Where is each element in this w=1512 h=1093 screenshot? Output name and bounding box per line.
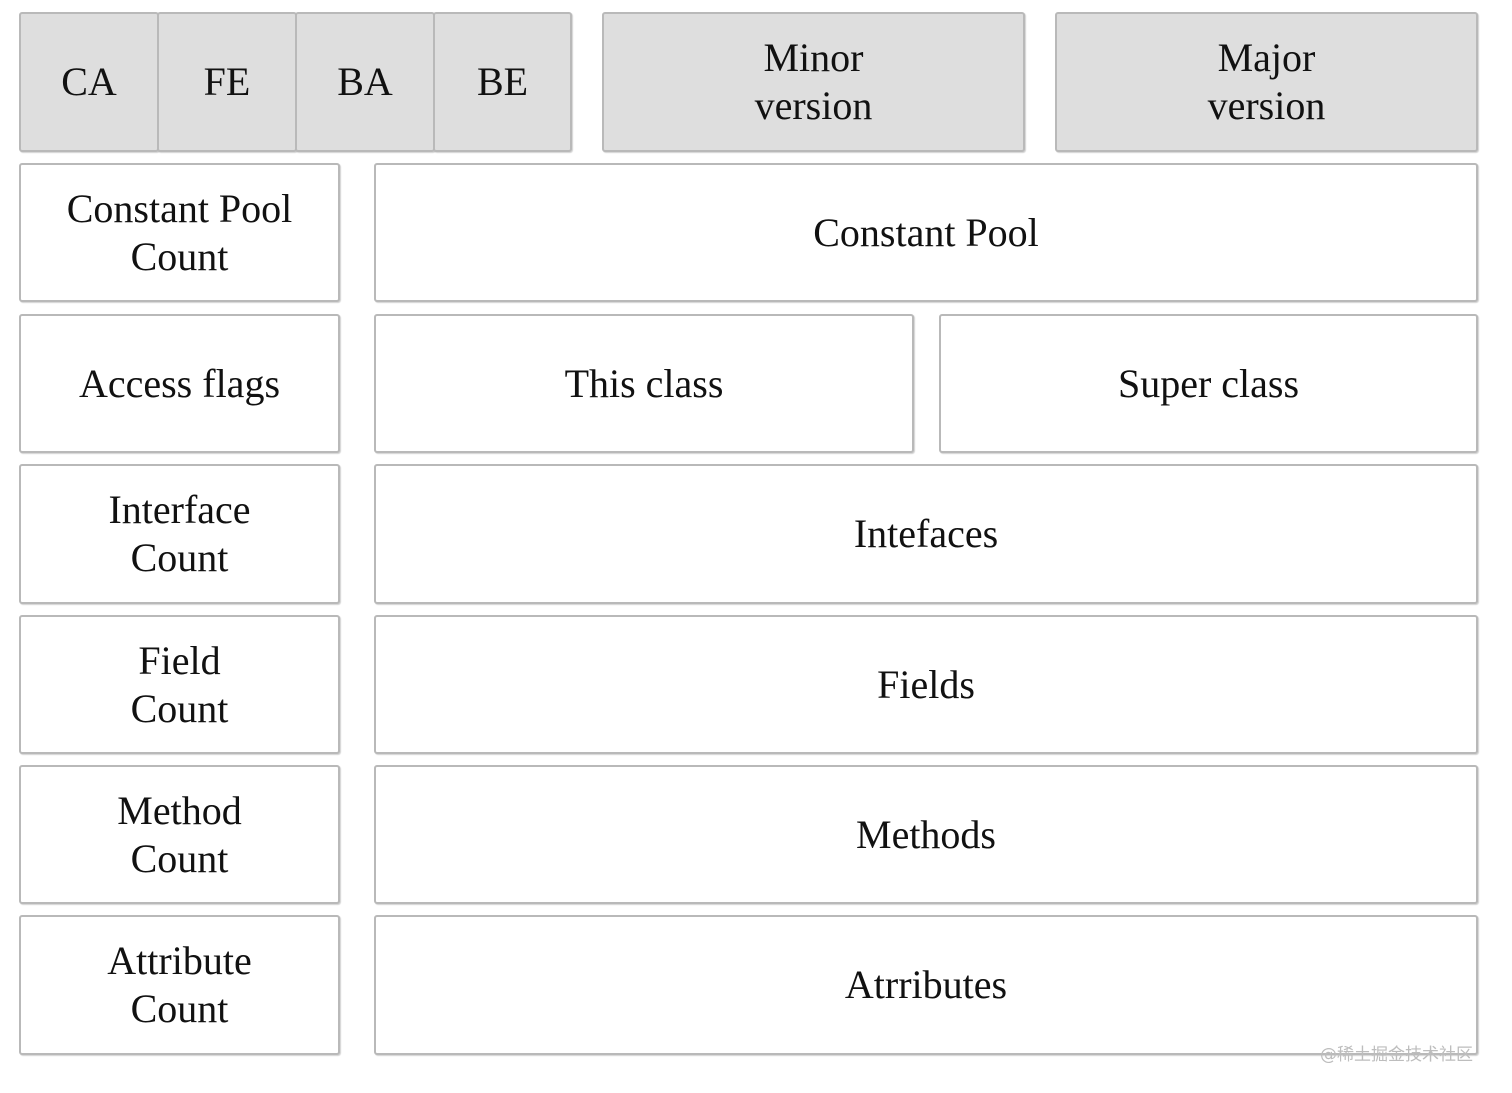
watermark: @稀土掘金技术社区 bbox=[1320, 1045, 1473, 1065]
this-class-box: This class bbox=[374, 314, 914, 453]
constant-pool-count-box: Constant Pool Count bbox=[19, 163, 340, 302]
access-flags-box: Access flags bbox=[19, 314, 340, 453]
magic-byte-be-label: BE bbox=[476, 59, 529, 104]
interface-count-label: Interface Count bbox=[108, 487, 251, 580]
magic-byte-ca: CA bbox=[19, 12, 159, 152]
magic-byte-ba-label: BA bbox=[337, 59, 393, 104]
attribute-count-box: Attribute Count bbox=[19, 915, 340, 1055]
access-flags-label: Access flags bbox=[78, 360, 281, 406]
method-count-label: Method Count bbox=[117, 787, 242, 881]
interfaces-label: Intefaces bbox=[853, 511, 999, 556]
constant-pool-label: Constant Pool bbox=[813, 209, 1039, 255]
interface-count-box: Interface Count bbox=[19, 464, 340, 604]
constant-pool-count-label: Constant Pool Count bbox=[66, 185, 293, 279]
methods-label: Methods bbox=[856, 811, 996, 857]
major-version-label: Major version bbox=[1207, 35, 1326, 128]
constant-pool-box: Constant Pool bbox=[374, 163, 1478, 302]
fields-box: Fields bbox=[374, 615, 1478, 754]
interfaces-box: Intefaces bbox=[374, 464, 1478, 604]
field-count-box: Field Count bbox=[19, 615, 340, 754]
major-version-box: Major version bbox=[1055, 12, 1478, 152]
attributes-label: Atrributes bbox=[844, 962, 1008, 1007]
attributes-box: Atrributes bbox=[374, 915, 1478, 1055]
attribute-count-label: Attribute Count bbox=[107, 938, 252, 1031]
magic-byte-ca-label: CA bbox=[61, 59, 117, 104]
field-count-label: Field Count bbox=[130, 637, 229, 731]
magic-byte-fe-label: FE bbox=[203, 59, 251, 104]
method-count-box: Method Count bbox=[19, 765, 340, 904]
minor-version-box: Minor version bbox=[602, 12, 1025, 152]
methods-box: Methods bbox=[374, 765, 1478, 904]
magic-byte-ba: BA bbox=[295, 12, 435, 152]
minor-version-label: Minor version bbox=[754, 35, 873, 128]
super-class-label: Super class bbox=[1117, 360, 1300, 406]
fields-label: Fields bbox=[877, 661, 975, 707]
magic-byte-fe: FE bbox=[157, 12, 297, 152]
magic-byte-be: BE bbox=[433, 12, 572, 152]
this-class-label: This class bbox=[564, 360, 724, 406]
super-class-box: Super class bbox=[939, 314, 1478, 453]
